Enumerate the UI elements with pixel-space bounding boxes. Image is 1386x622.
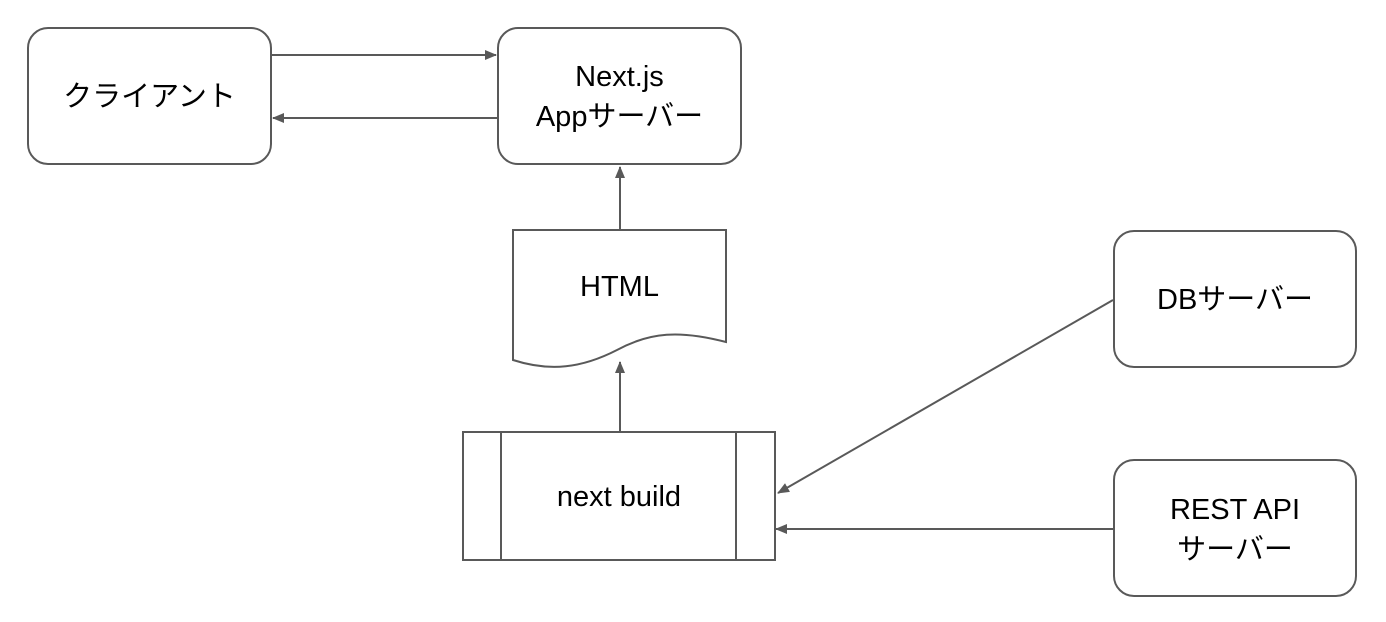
node-app-server-line2: Appサーバー — [536, 101, 703, 133]
node-client-label: クライアント — [63, 81, 236, 113]
node-next-build: next build — [462, 431, 776, 561]
node-db-server-label: DBサーバー — [1157, 284, 1313, 316]
node-client: クライアント — [27, 27, 272, 165]
edge-db-server-to-next-build — [777, 299, 1114, 494]
node-rest-api-server: REST API サーバー — [1113, 459, 1357, 597]
node-db-server: DBサーバー — [1113, 230, 1357, 368]
node-rest-api-line2: サーバー — [1177, 534, 1293, 566]
node-html-label: HTML — [580, 271, 659, 303]
node-next-build-label: next build — [557, 481, 681, 513]
node-app-server: Next.js Appサーバー — [497, 27, 742, 165]
node-html-document: HTML — [512, 229, 727, 368]
node-rest-api-line1: REST API — [1170, 494, 1300, 526]
node-app-server-line1: Next.js — [575, 61, 664, 93]
